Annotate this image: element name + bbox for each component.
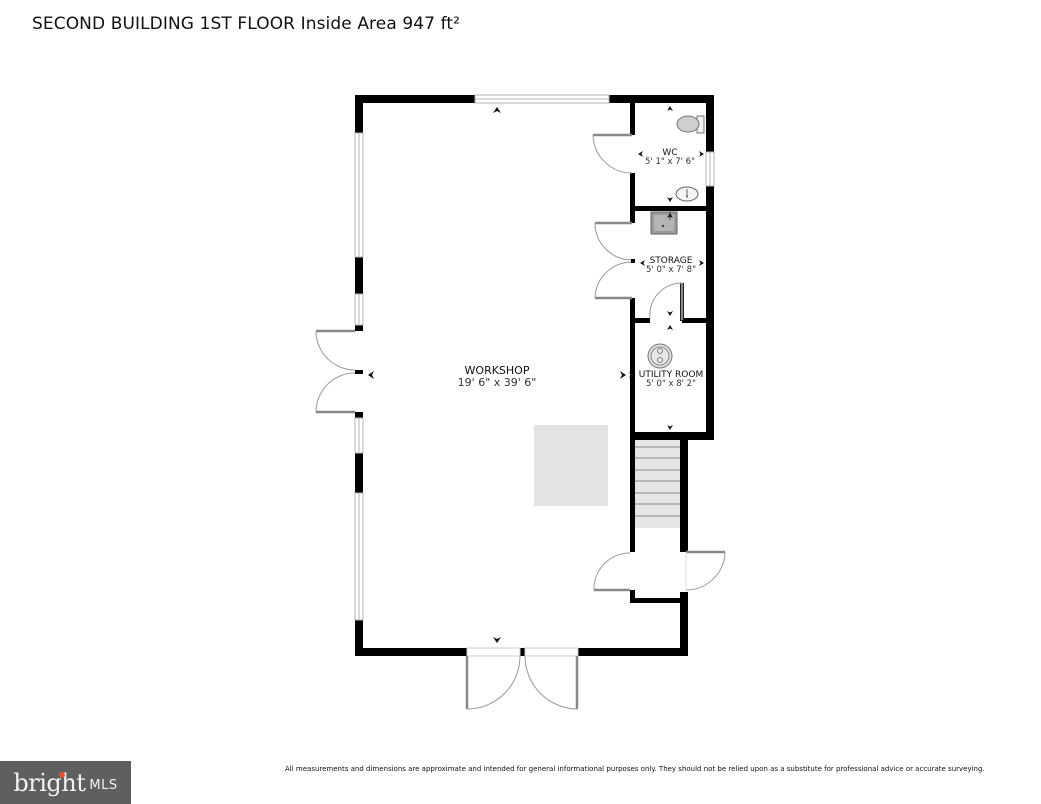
logo-brand: bright: [13, 768, 86, 797]
room-label-utility-room: UTILITY ROOM 5' 0" x 8' 2": [639, 370, 703, 389]
svg-text:UTILITY ROOM: UTILITY ROOM: [639, 370, 703, 380]
column-area: [534, 425, 608, 506]
svg-text:WC: WC: [662, 148, 677, 158]
svg-text:5' 0" x 7' 8": 5' 0" x 7' 8": [646, 265, 696, 275]
svg-text:WORKSHOP: WORKSHOP: [465, 364, 530, 377]
doors: [315, 133, 726, 710]
logo-accent-dot: [59, 771, 66, 778]
utility-sink-icon: [650, 211, 678, 235]
floor-plan-title: SECOND BUILDING 1ST FLOOR Inside Area 94…: [32, 14, 461, 34]
outer-walls: [355, 95, 714, 656]
stairs: [635, 440, 680, 528]
windows: [354, 94, 715, 657]
svg-text:5' 0" x 8' 2": 5' 0" x 8' 2": [646, 379, 696, 389]
room-label-wc: WC 5' 1" x 7' 6": [645, 148, 695, 167]
svg-text:STORAGE: STORAGE: [650, 256, 693, 266]
room-label-workshop: WORKSHOP 19' 6" x 39' 6": [458, 364, 537, 389]
toilet-icon: [676, 115, 705, 134]
dimension-arrows: [368, 106, 704, 643]
water-heater-icon: [647, 343, 673, 369]
room-label-storage: STORAGE 5' 0" x 7' 8": [646, 256, 696, 275]
logo-suffix: MLS: [89, 778, 118, 793]
sink-icon: [675, 186, 699, 202]
svg-text:19' 6" x 39' 6": 19' 6" x 39' 6": [458, 376, 537, 389]
svg-text:5' 1" x 7' 6": 5' 1" x 7' 6": [645, 157, 695, 167]
disclaimer-text: All measurements and dimensions are appr…: [285, 765, 985, 773]
bright-mls-logo: bright MLS: [0, 761, 131, 804]
